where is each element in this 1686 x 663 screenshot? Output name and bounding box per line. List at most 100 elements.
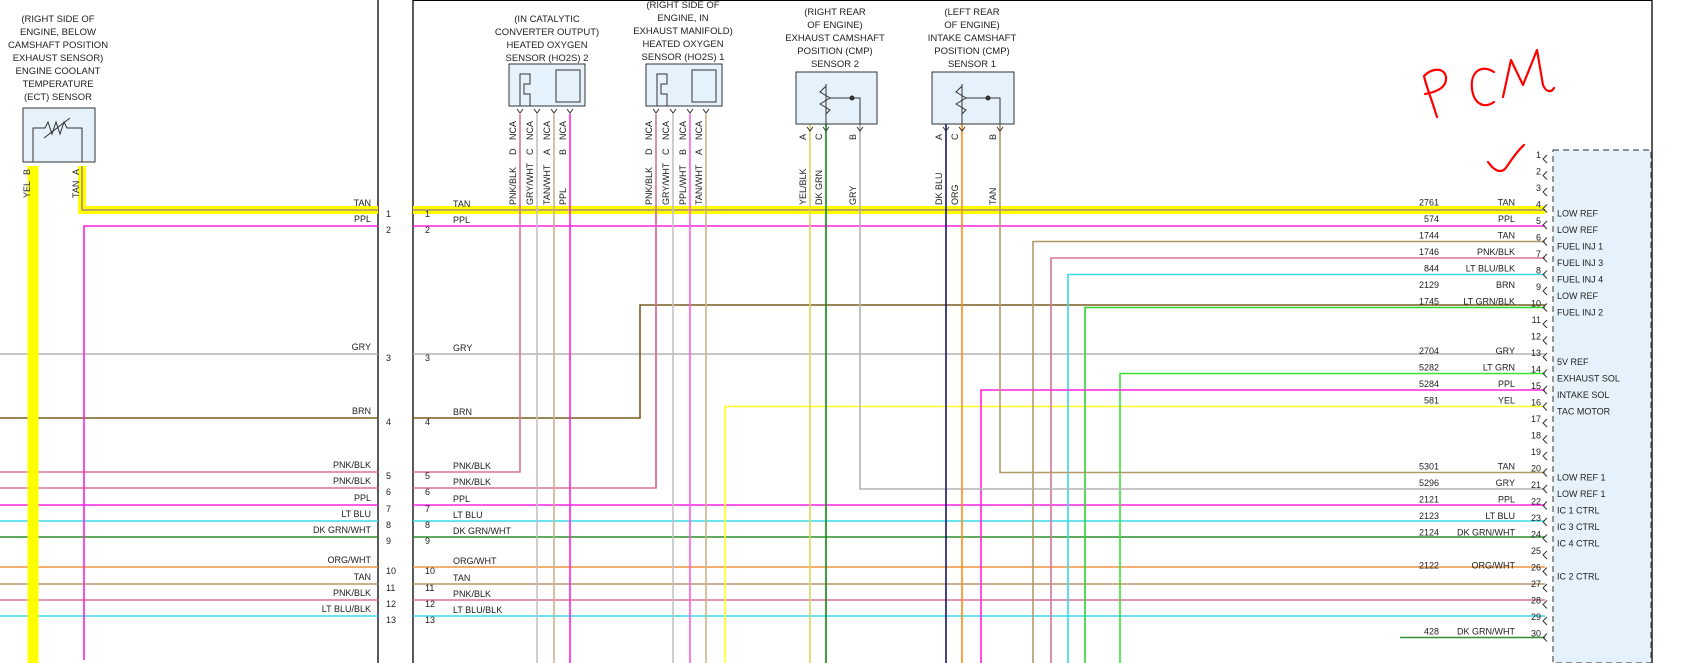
pcm-pin-number: 7 bbox=[1536, 249, 1541, 259]
sensor-wire-label: DK BLU bbox=[934, 172, 944, 205]
wire-cmp2-b bbox=[859, 124, 1545, 490]
pcm-circuit-number: 1744 bbox=[1419, 231, 1439, 241]
connector-pin-number: 3 bbox=[425, 353, 430, 363]
connector-pin-number: 3 bbox=[386, 353, 391, 363]
pin-terminal-icon bbox=[996, 126, 1004, 132]
pcm-pin-number: 3 bbox=[1536, 183, 1541, 193]
connector-pin-number: 13 bbox=[386, 615, 396, 625]
pcm-pin-number: 30 bbox=[1531, 629, 1541, 639]
pcm-pin-terminal-icon bbox=[1542, 303, 1548, 312]
connector-pin-number: 7 bbox=[386, 504, 391, 514]
ho2s1-title: (RIGHT SIDE OF bbox=[646, 0, 719, 11]
ect-sensor-title: (ECT) SENSOR bbox=[24, 92, 92, 103]
wire-color-label: TAN bbox=[453, 573, 470, 583]
pin-terminal-icon bbox=[856, 126, 864, 132]
nca-label: NCA bbox=[525, 121, 535, 140]
pcm-pin-function: EXHAUST SOL bbox=[1557, 374, 1620, 384]
pcm-pin-number: 16 bbox=[1531, 398, 1541, 408]
sensor-pin-letter: A bbox=[71, 169, 81, 175]
pcm-pin-number: 8 bbox=[1536, 266, 1541, 276]
pcm-pin-terminal-icon bbox=[1542, 616, 1548, 626]
pcm-pin-function: FUEL INJ 3 bbox=[1557, 258, 1603, 268]
sensor-element-icon bbox=[555, 69, 581, 103]
pcm-pin-function: FUEL INJ 2 bbox=[1557, 308, 1603, 318]
pcm-pin-number: 14 bbox=[1531, 365, 1541, 375]
nca-label: NCA bbox=[661, 121, 671, 140]
pin-terminal-icon bbox=[702, 108, 710, 114]
pcm-pin-function: LOW REF bbox=[1557, 225, 1599, 235]
pcm-pin-function: IC 1 CTRL bbox=[1557, 506, 1600, 516]
pcm-pin-function: IC 3 CTRL bbox=[1557, 522, 1600, 532]
sensor-wire-label: TAN bbox=[988, 188, 998, 205]
wire-highlight bbox=[78, 166, 378, 214]
pcm-circuit-number: 2122 bbox=[1419, 561, 1439, 571]
pcm-wire-color: LT GRN bbox=[1483, 363, 1515, 373]
pcm-pin-terminal-icon bbox=[1542, 270, 1548, 279]
wire-color-label: TAN bbox=[354, 198, 371, 208]
wiper-icon bbox=[830, 97, 861, 124]
pcm-wire-color: DK GRN/WHT bbox=[1457, 627, 1515, 637]
ho2s2-title: SENSOR (HO2S) 2 bbox=[506, 53, 589, 64]
junction-dot-icon bbox=[849, 95, 855, 101]
pcm-pin-function: LOW REF 1 bbox=[1557, 473, 1606, 483]
pin-terminal-icon bbox=[822, 126, 830, 132]
wire-left-1 bbox=[81, 166, 378, 211]
wire-color-label: PPL bbox=[453, 215, 470, 225]
sensor-wire-label: PNK/BLK bbox=[644, 167, 654, 205]
wire-fuel-inj-4 bbox=[1067, 273, 1545, 663]
pcm-wire-color: BRN bbox=[1496, 280, 1515, 290]
sensor-element-icon bbox=[691, 69, 717, 103]
pcm-pin-number: 6 bbox=[1536, 233, 1541, 243]
cmp1-title: INTAKE CAMSHAFT bbox=[928, 33, 1017, 44]
connector-pin-number: 2 bbox=[425, 225, 430, 235]
wire-color-label: TAN bbox=[453, 199, 470, 209]
pcm-pin-terminal-icon bbox=[1542, 154, 1548, 164]
connector-pin-number: 2 bbox=[386, 225, 391, 235]
ect-sensor-title: ENGINE COOLANT bbox=[16, 66, 101, 77]
wiper-icon bbox=[966, 97, 1001, 124]
connector-pin-number: 6 bbox=[425, 487, 430, 497]
pcm-circuit-number: 5296 bbox=[1419, 478, 1439, 488]
connector-pin-number: 10 bbox=[386, 566, 396, 576]
pcm-wire-color: LT BLU/BLK bbox=[1466, 264, 1515, 274]
pcm-pin-number: 19 bbox=[1531, 447, 1541, 457]
ho2s2-title: CONVERTER OUTPUT) bbox=[495, 27, 599, 38]
pcm-pin-number: 17 bbox=[1531, 414, 1541, 424]
wire-fuel-inj-3 bbox=[1050, 257, 1545, 663]
nca-label: NCA bbox=[644, 121, 654, 140]
connector-pin-number: 8 bbox=[386, 520, 391, 530]
wire-cmp1-b bbox=[999, 124, 1545, 474]
pcm-circuit-number: 5284 bbox=[1419, 379, 1439, 389]
pcm-circuit-number: 5301 bbox=[1419, 462, 1439, 472]
wire-color-label: TAN bbox=[354, 572, 371, 582]
wire-color-label: ORG/WHT bbox=[328, 555, 372, 565]
pcm-pin-terminal-icon bbox=[1542, 534, 1548, 543]
pcm-pin-number: 28 bbox=[1531, 596, 1541, 606]
pcm-circuit-number: 1745 bbox=[1419, 297, 1439, 307]
pcm-pin-number: 22 bbox=[1531, 497, 1541, 507]
wire-layer-back bbox=[0, 166, 1545, 663]
thermistor-icon bbox=[32, 120, 83, 162]
pcm-pin-terminal-icon bbox=[1542, 484, 1548, 494]
ho2s1-title: HEATED OXYGEN bbox=[642, 39, 723, 50]
pcm-pin-number: 4 bbox=[1536, 200, 1541, 210]
pcm-pin-number: 13 bbox=[1531, 348, 1541, 358]
pcm-circuit-number: 428 bbox=[1424, 627, 1439, 637]
connector-pin-number: 9 bbox=[425, 536, 430, 546]
pcm-wire-color: YEL bbox=[1498, 396, 1515, 406]
pcm-pin-function: FUEL INJ 1 bbox=[1557, 242, 1603, 252]
wire-color-label: ORG/WHT bbox=[453, 556, 497, 566]
connector-pin-number: 4 bbox=[425, 417, 430, 427]
connector-pin-number: 5 bbox=[425, 471, 430, 481]
potentiometer-icon bbox=[955, 84, 967, 124]
ho2s2-body bbox=[508, 63, 586, 107]
cmp2-title: EXHAUST CAMSHAFT bbox=[785, 33, 885, 44]
cmp2-title: (RIGHT REAR bbox=[804, 7, 866, 18]
sensor-pin-letter: C bbox=[814, 133, 824, 140]
connector-pin-number: 11 bbox=[425, 583, 434, 593]
cmp1-title: SENSOR 1 bbox=[948, 59, 996, 70]
ho2s2-title: HEATED OXYGEN bbox=[506, 40, 587, 51]
sensor-pin-letter: A bbox=[934, 134, 944, 140]
potentiometer-icon bbox=[819, 84, 831, 124]
pcm-pin-number: 2 bbox=[1536, 167, 1541, 177]
